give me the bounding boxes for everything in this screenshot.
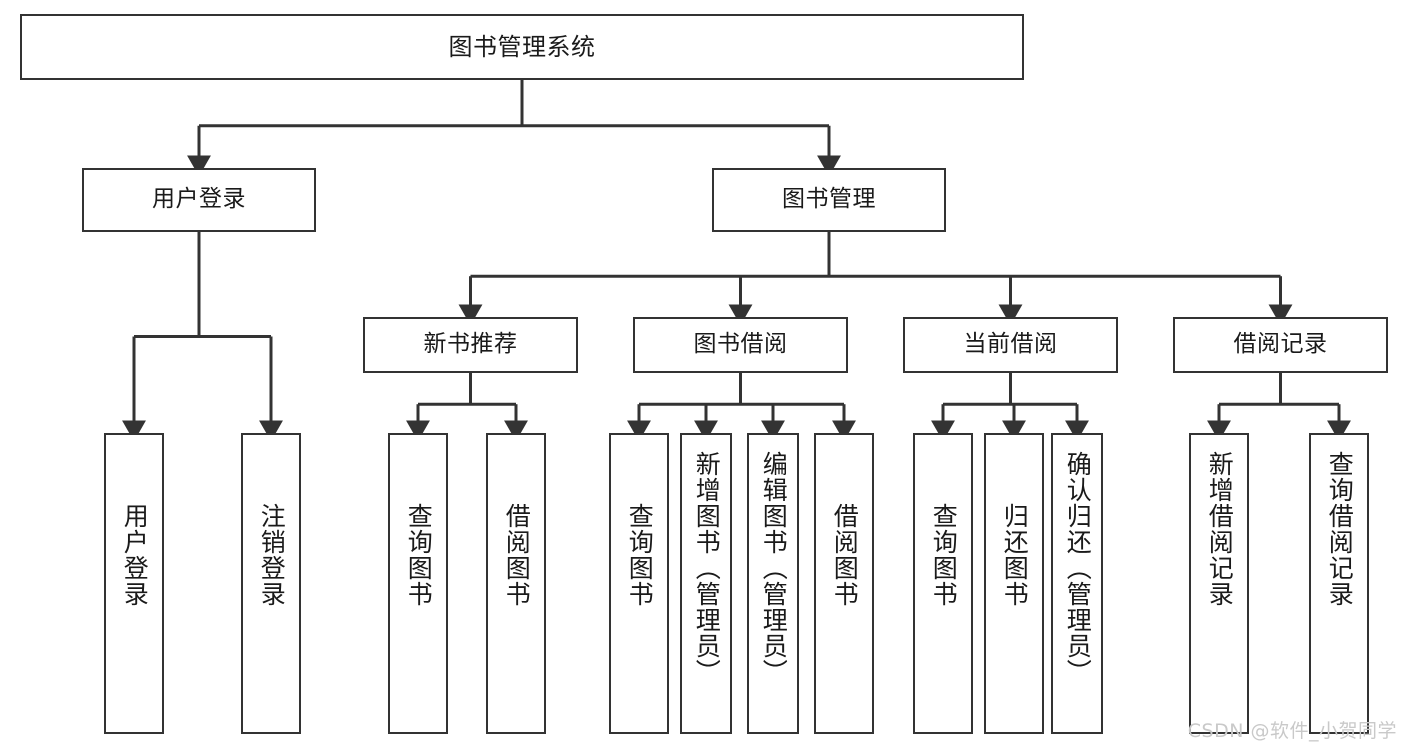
node-book-borrow-label: 图书借阅 bbox=[693, 331, 788, 358]
node-leaf-query-record-label: 查询借阅记录 bbox=[1325, 451, 1355, 607]
node-user-login[interactable]: 用户登录 bbox=[82, 168, 316, 232]
node-borrow-record[interactable]: 借阅记录 bbox=[1173, 317, 1388, 373]
node-leaf-borrow-book-1[interactable]: 借阅图书 bbox=[486, 433, 546, 734]
node-leaf-add-record-label: 新增借阅记录 bbox=[1205, 451, 1235, 607]
node-leaf-query-book-3-label: 查询图书 bbox=[929, 503, 959, 607]
node-leaf-query-record[interactable]: 查询借阅记录 bbox=[1309, 433, 1369, 734]
node-borrow-record-label: 借阅记录 bbox=[1233, 331, 1328, 358]
node-book-manage-label: 图书管理 bbox=[782, 186, 876, 213]
node-book-manage[interactable]: 图书管理 bbox=[712, 168, 946, 232]
node-leaf-return-book[interactable]: 归还图书 bbox=[984, 433, 1044, 734]
watermark: CSDN @软件_小贺同学 bbox=[1187, 720, 1397, 742]
node-leaf-query-book-2-label: 查询图书 bbox=[625, 503, 655, 607]
node-leaf-add-book-admin[interactable]: 新增图书（管理员） bbox=[680, 433, 732, 734]
node-leaf-user-login[interactable]: 用户登录 bbox=[104, 433, 164, 734]
node-new-book-recommend-label: 新书推荐 bbox=[423, 331, 518, 358]
node-leaf-borrow-book-2[interactable]: 借阅图书 bbox=[814, 433, 874, 734]
node-new-book-recommend[interactable]: 新书推荐 bbox=[363, 317, 578, 373]
node-book-borrow[interactable]: 图书借阅 bbox=[633, 317, 848, 373]
node-leaf-return-book-label: 归还图书 bbox=[1000, 503, 1030, 607]
node-root[interactable]: 图书管理系统 bbox=[20, 14, 1024, 80]
node-current-borrow-label: 当前借阅 bbox=[963, 331, 1058, 358]
node-leaf-borrow-book-1-label: 借阅图书 bbox=[502, 503, 532, 607]
node-leaf-query-book-1[interactable]: 查询图书 bbox=[388, 433, 448, 734]
node-leaf-borrow-book-2-label: 借阅图书 bbox=[830, 503, 860, 607]
node-leaf-user-login-label: 用户登录 bbox=[120, 503, 150, 607]
node-current-borrow[interactable]: 当前借阅 bbox=[903, 317, 1118, 373]
node-leaf-add-book-admin-label: 新增图书（管理员） bbox=[692, 451, 722, 685]
node-leaf-confirm-return-admin-label: 确认归还（管理员） bbox=[1063, 451, 1093, 685]
node-leaf-confirm-return-admin[interactable]: 确认归还（管理员） bbox=[1051, 433, 1103, 734]
node-leaf-logout-label: 注销登录 bbox=[257, 503, 287, 607]
node-leaf-edit-book-admin-label: 编辑图书（管理员） bbox=[759, 451, 789, 685]
node-root-label: 图书管理系统 bbox=[448, 32, 596, 61]
node-leaf-edit-book-admin[interactable]: 编辑图书（管理员） bbox=[747, 433, 799, 734]
node-leaf-query-book-1-label: 查询图书 bbox=[404, 503, 434, 607]
node-user-login-label: 用户登录 bbox=[152, 186, 246, 213]
node-leaf-add-record[interactable]: 新增借阅记录 bbox=[1189, 433, 1249, 734]
node-leaf-logout[interactable]: 注销登录 bbox=[241, 433, 301, 734]
node-leaf-query-book-3[interactable]: 查询图书 bbox=[913, 433, 973, 734]
node-leaf-query-book-2[interactable]: 查询图书 bbox=[609, 433, 669, 734]
